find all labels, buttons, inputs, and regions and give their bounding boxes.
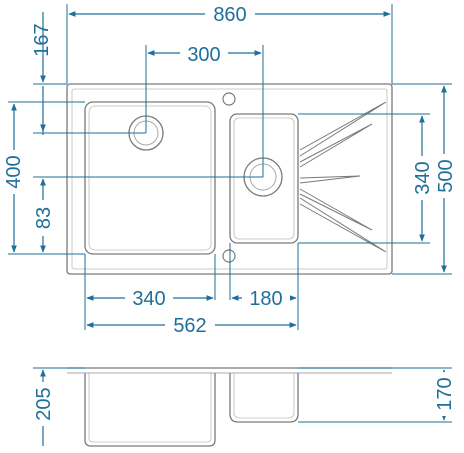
tap-hole-icon — [222, 92, 236, 106]
small-bowl-section — [229, 373, 299, 423]
large-bowl-section — [84, 373, 216, 447]
dim-small-bowl-depth: 170 — [434, 377, 456, 410]
overflow-hole-icon — [222, 249, 236, 263]
dim-bowl-to-drain-offset: 300 — [187, 44, 220, 66]
dimension-labels: 860 300 167 400 83 500 340 340 180 562 — [3, 2, 458, 337]
dim-bowls-total-width: 562 — [173, 315, 206, 337]
small-bowl — [229, 113, 299, 244]
dim-large-bowl-height: 400 — [3, 155, 25, 188]
sink-section-view: 205 170 — [33, 367, 456, 447]
large-bowl-inner — [88, 105, 212, 251]
dim-small-bowl-height: 340 — [412, 161, 434, 194]
dim-large-bowl-depth: 205 — [33, 387, 55, 420]
dim-overall-width: 860 — [213, 4, 246, 26]
extension-lines — [8, 4, 452, 330]
dim-top-to-drain: 167 — [31, 23, 53, 56]
small-bowl-inner — [233, 117, 295, 240]
drainer-grooves — [299, 101, 387, 253]
dim-overall-depth: 500 — [435, 159, 457, 192]
dim-bottom-to-drain: 83 — [33, 207, 55, 229]
large-bowl — [84, 101, 216, 255]
dimension-lines — [11, 11, 447, 328]
dim-large-bowl-width: 340 — [132, 288, 165, 310]
dim-small-bowl-width: 180 — [249, 288, 282, 310]
